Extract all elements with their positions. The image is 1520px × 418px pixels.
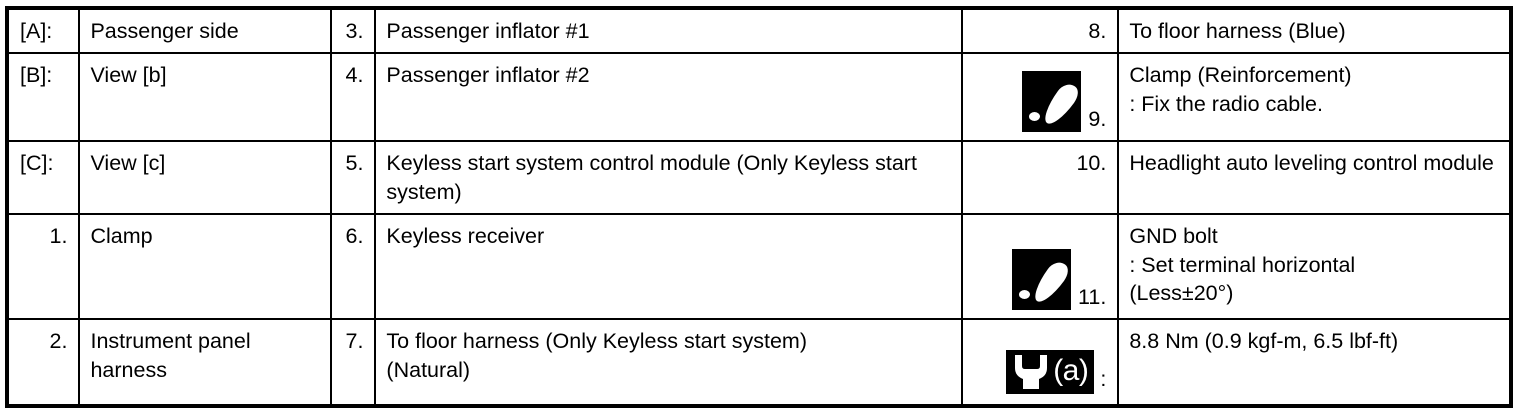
row-key-cell: 1.	[5, 213, 81, 321]
table-row: 2. Instrument panel harness 7. To floor …	[5, 318, 1512, 408]
clamp-icon	[1022, 71, 1083, 133]
row-item-label: Keyless receiver	[386, 224, 545, 249]
row-key-cell: [A]:	[5, 6, 81, 55]
clamp-blade-shape	[1028, 258, 1073, 308]
row-marker-desc-line1: GND bolt	[1129, 224, 1218, 249]
row-key-desc-label: Passenger side	[90, 19, 239, 43]
row-number-cell: 7.	[330, 318, 377, 408]
row-number-label: 3.	[345, 19, 364, 43]
row-item-cell: Passenger inflator #2	[374, 52, 964, 143]
clamp-tip-dot-shape	[1019, 290, 1031, 300]
row-key-desc-line2: harness	[90, 357, 167, 382]
clamp-blade-shape	[1039, 80, 1083, 130]
row-key-label: 1.	[49, 224, 68, 249]
row-marker-desc-cell: Headlight auto leveling control module	[1117, 140, 1512, 216]
clamp-tip-dot-shape	[1029, 112, 1041, 122]
row-number-label: 5.	[345, 151, 364, 176]
row-marker-cell: 9.	[961, 52, 1120, 143]
row-marker-number: 8.	[1088, 19, 1107, 43]
row-key-cell: 2.	[5, 318, 81, 408]
row-marker-cell: 8.	[961, 6, 1120, 55]
table-row: [C]: View [c] 5. Keyless start system co…	[5, 140, 1512, 216]
row-key-label: [C]:	[20, 151, 54, 176]
row-key-desc-cell: View [c]	[78, 140, 333, 216]
row-item-line2: (Natural)	[386, 357, 471, 382]
row-number-label: 4.	[345, 63, 364, 88]
row-number-label: 6.	[345, 224, 364, 249]
row-key-cell: [B]:	[5, 52, 81, 143]
table-row: [A]: Passenger side 3. Passenger inflato…	[5, 6, 1512, 55]
row-item-label: Passenger inflator #2	[386, 63, 590, 88]
row-key-desc-cell: View [b]	[78, 52, 333, 143]
row-item-cell: To floor harness (Only Keyless start sys…	[374, 318, 964, 408]
row-number-cell: 6.	[330, 213, 377, 321]
row-item-cell: Keyless receiver	[374, 213, 964, 321]
row-key-desc-label: Clamp	[90, 224, 153, 249]
row-marker-desc-line1: 8.8 Nm (0.9 kgf-m, 6.5 lbf-ft)	[1129, 329, 1399, 354]
component-legend-table: [A]: Passenger side 3. Passenger inflato…	[5, 6, 1513, 409]
wrench-a-icon: (a)	[1006, 350, 1095, 395]
row-marker-desc-line2: : Set terminal horizontal	[1129, 252, 1356, 277]
row-marker-cell: (a) :	[961, 318, 1120, 408]
row-key-desc-cell: Passenger side	[78, 6, 333, 55]
row-marker-desc-line1: Clamp (Reinforcement)	[1129, 63, 1352, 88]
row-marker-desc-line2: : Fix the radio cable.	[1129, 91, 1323, 116]
row-marker-desc-line3: (Less±20°)	[1129, 280, 1234, 305]
row-key-label: [A]:	[20, 19, 53, 43]
row-key-desc-line1: Instrument panel	[90, 329, 251, 354]
row-marker-cell: 11.	[961, 213, 1120, 321]
row-key-desc-label: View [c]	[90, 151, 166, 176]
clamp-icon	[1012, 249, 1073, 311]
row-key-desc-label: View [b]	[90, 63, 167, 88]
wrench-glyph	[1015, 355, 1048, 390]
row-marker-number: 9.	[1088, 106, 1107, 131]
row-key-label: 2.	[49, 329, 68, 354]
row-marker-cell: 10.	[961, 140, 1120, 216]
row-key-desc-cell: Instrument panel harness	[78, 318, 333, 408]
row-marker-desc-cell: 8.8 Nm (0.9 kgf-m, 6.5 lbf-ft)	[1117, 318, 1512, 408]
row-number-label: 7.	[345, 329, 364, 354]
wrench-icon-text: (a)	[1053, 354, 1089, 388]
row-marker-number: :	[1100, 366, 1107, 391]
row-marker-desc-cell: To floor harness (Blue)	[1117, 6, 1512, 55]
row-number-cell: 4.	[330, 52, 377, 143]
row-number-cell: 3.	[330, 6, 377, 55]
row-marker-desc-cell: Clamp (Reinforcement) : Fix the radio ca…	[1117, 52, 1512, 143]
row-marker-number: 11.	[1078, 284, 1107, 309]
row-item-label: Keyless start system control module (Onl…	[386, 151, 917, 204]
row-item-label: Passenger inflator #1	[386, 19, 590, 43]
row-item-line1: To floor harness (Only Keyless start sys…	[386, 329, 807, 354]
row-key-cell: [C]:	[5, 140, 81, 216]
row-item-cell: Passenger inflator #1	[374, 6, 964, 55]
row-key-label: [B]:	[20, 63, 53, 88]
row-marker-desc-line1: Headlight auto leveling control module	[1129, 151, 1494, 176]
row-number-cell: 5.	[330, 140, 377, 216]
table-row: 1. Clamp 6. Keyless receiver	[5, 213, 1512, 321]
row-key-desc-cell: Clamp	[78, 213, 333, 321]
row-marker-number: 10.	[1076, 151, 1107, 176]
row-item-cell: Keyless start system control module (Onl…	[374, 140, 964, 216]
row-marker-desc-line1: To floor harness (Blue)	[1129, 19, 1346, 43]
row-marker-desc-cell: GND bolt : Set terminal horizontal (Less…	[1117, 213, 1512, 321]
table-row: [B]: View [b] 4. Passenger inflator #2	[5, 52, 1512, 143]
